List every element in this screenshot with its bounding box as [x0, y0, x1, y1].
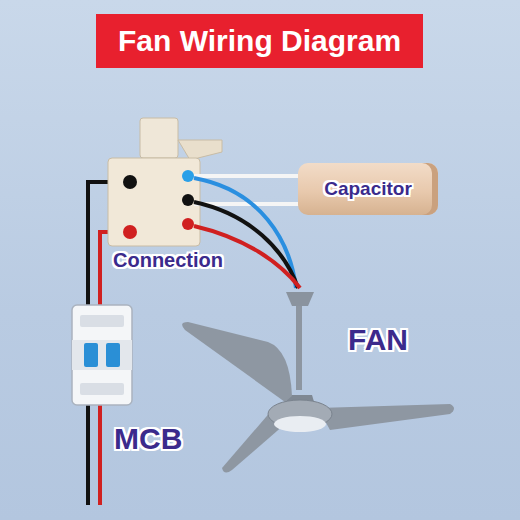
connection-label: Connection	[113, 249, 223, 272]
live-wire-out	[98, 398, 102, 505]
mcb-device	[72, 305, 132, 405]
capacitor-lead	[194, 174, 306, 178]
capacitor-body: Capacitor	[298, 163, 438, 215]
title-banner: Fan Wiring Diagram	[96, 14, 423, 68]
live-wire-in	[100, 232, 108, 312]
fan-label: FAN	[348, 323, 408, 357]
mcb-label: MCB	[114, 422, 182, 456]
capacitor-label: Capacitor	[324, 178, 412, 200]
ceiling-fan	[182, 292, 454, 473]
blue-wire	[194, 178, 296, 288]
